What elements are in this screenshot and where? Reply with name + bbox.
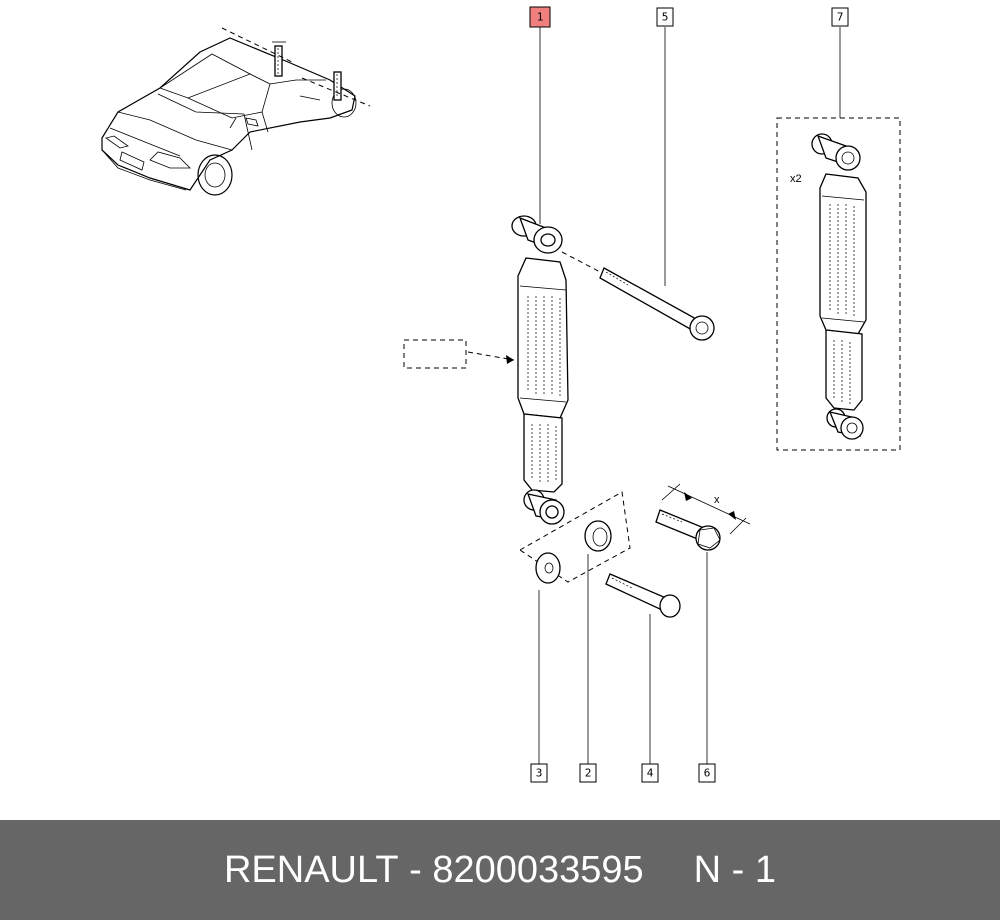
upper-bolt-5 — [561, 251, 715, 341]
footer-position: N - 1 — [693, 848, 777, 891]
callout-7-label: 7 — [837, 11, 844, 24]
reference-box-dashed — [403, 339, 515, 369]
callout-6-label: 6 — [704, 767, 711, 780]
callout-7-box — [831, 7, 849, 27]
callout-1: 1 — [529, 6, 551, 28]
callout-1-label: 1 — [537, 11, 544, 24]
callout-5: 5 — [656, 7, 674, 27]
callout-3: 3 — [530, 763, 548, 783]
callout-4-label: 4 — [647, 767, 654, 780]
shock-absorber-alternate — [776, 117, 901, 451]
car-overview-illustration — [101, 27, 371, 196]
footer-separator: - — [409, 848, 422, 891]
callout-6-box — [698, 763, 716, 783]
shock-absorber-main — [511, 215, 569, 525]
callout-1-box — [529, 6, 551, 28]
callout-6: 6 — [698, 763, 716, 783]
footer-brand: RENAULT — [223, 848, 399, 891]
parts-diagram: x2 x 1 — [101, 6, 901, 783]
callout-3-label: 3 — [536, 767, 543, 780]
dimension-label: x — [714, 494, 720, 506]
callout-2-label: 2 — [585, 767, 592, 780]
leader-lines — [538, 27, 841, 764]
footer-banner: RENAULT - 8200033595 N - 1 — [0, 820, 1000, 920]
callout-2-box — [579, 763, 597, 783]
quantity-label: x2 — [790, 173, 802, 185]
callout-5-box — [656, 7, 674, 27]
callout-4-box — [641, 763, 659, 783]
callout-3-box — [530, 763, 548, 783]
callout-7: 7 — [831, 7, 849, 27]
lower-mounting-hardware — [519, 483, 751, 618]
callout-4: 4 — [641, 763, 659, 783]
callout-5-label: 5 — [662, 11, 669, 24]
footer-part-number: 8200033595 — [432, 848, 644, 891]
callout-2: 2 — [579, 763, 597, 783]
